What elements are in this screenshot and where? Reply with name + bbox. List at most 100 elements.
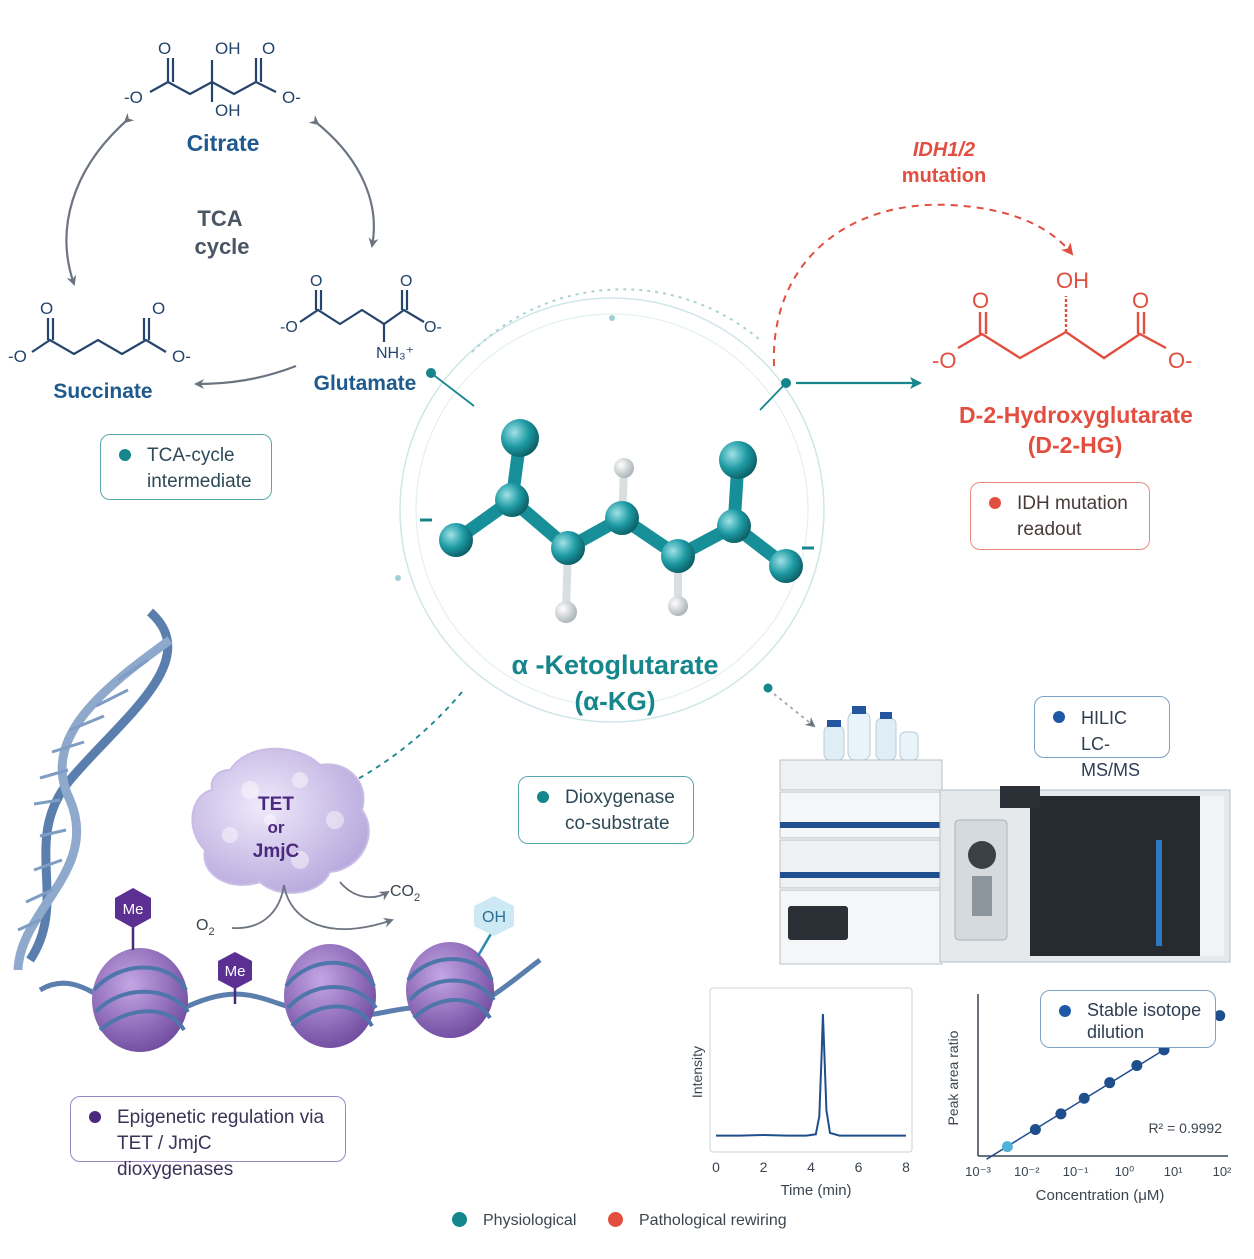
svg-text:O: O: [262, 39, 275, 58]
central-orbit-rings: [399, 288, 825, 723]
nucleosome-3: [406, 942, 496, 1038]
cal-xtick: 10²: [1213, 1164, 1232, 1179]
chrom-xtick: 6: [855, 1159, 863, 1175]
connector-to-analysis: [773, 693, 816, 728]
chrom-xlabel: Time (min): [780, 1182, 851, 1199]
isotope-badge-dot: [1059, 1005, 1071, 1017]
svg-text:-O: -O: [932, 348, 956, 373]
hilic-badge-dot: [1053, 711, 1065, 723]
enzyme-reaction-arrows: [231, 881, 394, 931]
enzyme-label-2: or: [268, 818, 285, 837]
d2hg-structure: [957, 296, 1167, 360]
nucleosome-2: [284, 944, 378, 1048]
svg-text:OH: OH: [215, 101, 241, 120]
hilic-badge-line2: LC-MS/MS: [1081, 734, 1141, 780]
hydroxyl-tag: [474, 896, 514, 957]
tca-cycle-arrows: [65, 112, 379, 389]
svg-text:-O: -O: [280, 319, 298, 336]
idh-badge-dot: [989, 497, 1001, 509]
enzyme-label-3: JmjC: [253, 841, 300, 862]
epigenetic-badge-line1: Epigenetic regulation via: [117, 1107, 325, 1128]
cal-data-point: [1214, 1010, 1226, 1022]
tca-badge-dot: [119, 449, 131, 461]
chrom-xtick: 0: [712, 1159, 720, 1175]
akg-name-1: α -Ketoglutarate: [511, 650, 719, 680]
svg-text:-O: -O: [124, 88, 143, 107]
succinate-name: Succinate: [53, 380, 153, 403]
enzyme-label-1: TET: [258, 794, 294, 815]
tca-cycle-label-1: TCA: [197, 206, 242, 231]
cal-xtick: 10¹: [1164, 1164, 1183, 1179]
cal-xtick: 10⁻³: [965, 1164, 991, 1179]
citrate-structure: [149, 58, 277, 102]
svg-text:-O: -O: [8, 347, 27, 366]
legend-pathological: Pathological rewiring: [608, 1212, 787, 1230]
tca-cycle-label-2: cycle: [194, 234, 249, 259]
cal-ylabel: Peak area ratio: [945, 1030, 961, 1125]
svg-text:O: O: [152, 299, 165, 318]
akg-name-2: (α-KG): [574, 686, 656, 716]
connector-to-glutamate: [430, 372, 475, 407]
citrate-name: Citrate: [186, 130, 260, 156]
idh-badge-line1: IDH mutation: [1017, 493, 1128, 514]
svg-text:OH: OH: [1056, 268, 1089, 293]
idh-mutation-label-2: mutation: [902, 165, 986, 187]
chrom-ylabel: Intensity: [689, 1046, 705, 1098]
enzyme-protein: [191, 747, 370, 894]
hilic-badge-line1: HILIC: [1081, 708, 1128, 728]
isotope-badge-line2: dilution: [1087, 1022, 1145, 1042]
hilic-badge: HILIC LC-MS/MS: [1034, 696, 1170, 780]
chrom-xtick: 2: [760, 1159, 768, 1175]
cal-data-point: [1029, 1123, 1041, 1135]
svg-text:O-: O-: [1168, 348, 1192, 373]
legend-physiological: Physiological: [452, 1212, 576, 1230]
glutamate-structure: [299, 290, 425, 342]
nucleosome-1: [92, 948, 190, 1052]
lc-ms-instrument: [779, 706, 1231, 965]
svg-text:O-: O-: [172, 347, 191, 366]
epigenetic-badge: Epigenetic regulation via TET / JmjC dio…: [70, 1096, 346, 1180]
oh-label: OH: [482, 909, 506, 926]
idh-readout-badge: IDH mutation readout: [970, 482, 1150, 550]
solvent-bottles: [823, 706, 919, 761]
o2-label: O2: [196, 917, 215, 938]
svg-text:O-: O-: [424, 319, 442, 336]
svg-text:O: O: [400, 273, 412, 290]
cal-xtick: 10⁻¹: [1063, 1164, 1089, 1179]
arrow-to-enzyme: [355, 691, 463, 781]
d2hg-name-1: D-2-Hydroxyglutarate: [959, 402, 1193, 428]
me-label-1: Me: [123, 901, 144, 918]
succinate-structure: [31, 318, 167, 356]
cal-xtick: 10⁰: [1115, 1164, 1135, 1179]
dioxygenase-badge-line1: Dioxygenase: [565, 787, 675, 808]
cal-xlabel: Concentration (μM): [1036, 1187, 1165, 1204]
isotope-dilution-badge: Stable isotope dilution: [1040, 990, 1216, 1048]
cal-data-point: [1104, 1077, 1116, 1089]
isotope-badge-line1: Stable isotope: [1087, 1000, 1202, 1020]
cal-data-point: [1001, 1141, 1013, 1153]
tca-intermediate-badge: TCA-cycle intermediate: [100, 434, 272, 500]
idh-badge-line2: readout: [1017, 519, 1082, 540]
svg-text:O-: O-: [282, 88, 301, 107]
epigenetic-badge-line2: TET / JmjC dioxygenases: [117, 1133, 234, 1180]
idh-mutation-arrow: [772, 203, 1074, 367]
dioxygenase-badge-dot: [537, 791, 549, 803]
legend-physiological-dot: [452, 1212, 467, 1227]
glutamate-name: Glutamate: [313, 372, 417, 395]
legend-physiological-label: Physiological: [483, 1212, 577, 1229]
dioxygenase-badge: Dioxygenase co-substrate: [518, 776, 694, 844]
idh-mutation-label-1: IDH1/2: [913, 139, 975, 161]
methyl-tag-2: [218, 952, 252, 1004]
legend-pathological-dot: [608, 1212, 623, 1227]
cal-data-point: [1131, 1060, 1143, 1072]
svg-text:O: O: [1132, 288, 1149, 313]
svg-labels: TCA cycle IDH1/2 mutation TET or JmjC O2…: [123, 139, 987, 980]
dna-helix: [13, 608, 173, 971]
chromatogram-frame: [709, 987, 913, 1153]
me-label-2: Me: [225, 963, 246, 980]
svg-text:O: O: [40, 299, 53, 318]
